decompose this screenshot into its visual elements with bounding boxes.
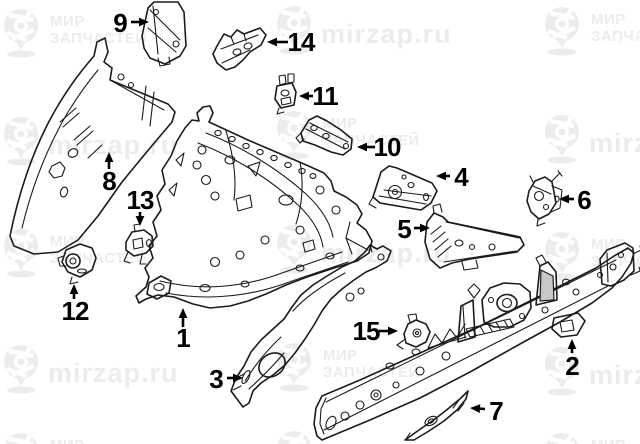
callout-11-arrow-head bbox=[299, 91, 309, 101]
part-3-drawing bbox=[231, 245, 391, 407]
part-4-drawing bbox=[369, 166, 437, 210]
callout-15-number: 15 bbox=[353, 316, 380, 346]
location-pin-logo-icon bbox=[545, 115, 579, 164]
part-8-drawing bbox=[10, 38, 175, 254]
callout-2-arrow-head bbox=[567, 339, 577, 349]
callout-6-number: 6 bbox=[577, 185, 591, 215]
callout-9-arrow-head bbox=[139, 17, 149, 27]
callout-10: 10 bbox=[357, 132, 402, 162]
watermark-site-text: mirzap.ru bbox=[48, 130, 179, 160]
callout-12-arrow-head bbox=[69, 284, 79, 294]
location-pin-logo-icon bbox=[277, 6, 311, 55]
callout-7: 7 bbox=[470, 396, 504, 426]
watermark-tile-site: mirzap.ru bbox=[0, 342, 179, 394]
callout-12-number: 12 bbox=[62, 296, 89, 326]
callout-3-arrow-head bbox=[233, 373, 243, 383]
callout-14-arrow-head bbox=[267, 37, 277, 47]
watermark-tile-site: mirzap.ru bbox=[541, 344, 640, 396]
callout-15-arrow-head bbox=[388, 326, 398, 336]
callout-8: 8 bbox=[102, 152, 117, 196]
part-12-drawing bbox=[58, 244, 96, 284]
callout-11-number: 11 bbox=[312, 81, 338, 111]
watermark-tile-site: mirzap.ru bbox=[273, 428, 452, 444]
part-15-drawing bbox=[397, 314, 430, 349]
location-pin-logo-icon bbox=[4, 117, 38, 166]
callout-1: 1 bbox=[176, 308, 191, 353]
callout-10-arrow-head bbox=[357, 142, 367, 152]
callout-8-number: 8 bbox=[102, 166, 116, 196]
part-10-drawing bbox=[296, 116, 352, 155]
callout-6-arrow-head bbox=[559, 194, 569, 204]
callout-9: 9 bbox=[113, 8, 149, 38]
callout-4-arrow-head bbox=[436, 171, 446, 181]
callout-7-arrow-head bbox=[470, 404, 481, 414]
part-13-drawing bbox=[124, 224, 153, 264]
location-pin-logo-icon bbox=[4, 229, 38, 278]
callout-1-number: 1 bbox=[176, 323, 190, 353]
callout-4: 4 bbox=[436, 162, 470, 192]
callout-9-number: 9 bbox=[113, 8, 127, 38]
location-pin-logo-icon bbox=[5, 433, 37, 444]
callout-12: 12 bbox=[62, 284, 90, 326]
callout-8-arrow-head bbox=[104, 152, 114, 162]
callout-6: 6 bbox=[559, 185, 592, 215]
callout-3-number: 3 bbox=[209, 364, 223, 394]
callout-13: 13 bbox=[127, 185, 155, 226]
watermark-site-text: mirzap.ru bbox=[589, 128, 640, 158]
location-pin-logo-icon bbox=[545, 232, 579, 281]
location-pin-logo-icon bbox=[4, 9, 38, 58]
location-pin-logo-icon bbox=[546, 433, 578, 444]
callout-13-arrow-head bbox=[135, 216, 145, 226]
location-pin-logo-icon bbox=[277, 431, 311, 444]
callout-3: 3 bbox=[209, 364, 243, 394]
callout-15: 15 bbox=[353, 316, 398, 346]
callout-1-arrow-head bbox=[178, 308, 188, 318]
callout-2-number: 2 bbox=[565, 351, 579, 381]
watermark-tile-site: mirzap.ru bbox=[0, 114, 179, 166]
watermark-tile-site: mirzap.ru bbox=[541, 112, 640, 164]
location-pin-logo-icon bbox=[4, 345, 38, 394]
watermark-tile-site: mirzap.ru bbox=[273, 3, 452, 55]
part-6-drawing bbox=[527, 171, 562, 226]
part-9-drawing bbox=[142, 2, 186, 66]
part-5-drawing bbox=[425, 204, 524, 270]
part-14-drawing bbox=[213, 28, 266, 70]
callout-10-number: 10 bbox=[374, 132, 401, 162]
callout-7-number: 7 bbox=[489, 396, 503, 426]
callout-14-number: 14 bbox=[288, 27, 316, 57]
part-7-drawing bbox=[405, 391, 468, 440]
callout-5: 5 bbox=[397, 214, 430, 244]
part-11-drawing bbox=[275, 74, 296, 114]
part-1-drawing bbox=[136, 106, 372, 308]
watermark-site-text: mirzap.ru bbox=[589, 360, 640, 390]
watermark-site-text: mirzap.ru bbox=[321, 19, 452, 49]
part-2-drawing bbox=[314, 243, 640, 440]
callout-5-number: 5 bbox=[397, 214, 411, 244]
callout-5-arrow-head bbox=[420, 223, 430, 233]
callout-2: 2 bbox=[565, 339, 580, 381]
callout-14: 14 bbox=[267, 27, 317, 57]
location-pin-logo-icon bbox=[545, 7, 579, 56]
callout-13-number: 13 bbox=[127, 185, 154, 215]
location-pin-logo-icon bbox=[545, 347, 579, 396]
callout-4-number: 4 bbox=[454, 162, 469, 192]
watermark-site-text: mirzap.ru bbox=[48, 358, 179, 388]
callout-11: 11 bbox=[299, 81, 339, 111]
